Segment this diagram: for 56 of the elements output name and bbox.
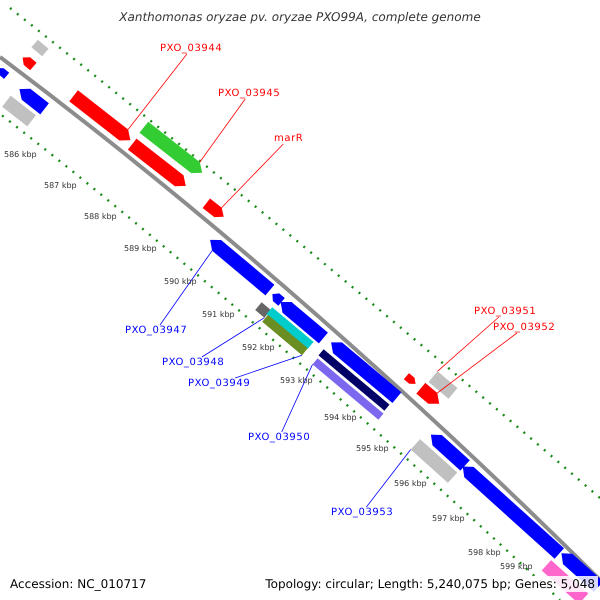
genome-summary-text: Topology: circular; Length: 5,240,075 bp; Genes: 5,048 [262, 576, 598, 592]
gene-label: PXO_03952 [493, 322, 556, 333]
tick-label: 595 kbp [356, 444, 389, 453]
leader-line [128, 54, 188, 130]
gene-feature [262, 314, 308, 356]
gene-feature [69, 90, 130, 140]
gene-label: PXO_03949 [188, 378, 250, 389]
gene-feature [31, 40, 49, 56]
gene-feature [280, 302, 328, 344]
gene-label: PXO_03947 [125, 325, 188, 336]
leader-line [366, 449, 412, 508]
gene-feature [140, 122, 202, 174]
gene-feature [202, 198, 224, 218]
gene-label: PXO_03951 [474, 306, 536, 317]
gene-label: PXO_03945 [218, 88, 280, 99]
title: Xanthomonas oryzae pv. oryzae PXO99A, complete genome [118, 10, 482, 24]
gene-label: PXO_03948 [162, 357, 224, 368]
gene-feature [2, 96, 36, 126]
gene-label: PXO_03950 [248, 432, 310, 443]
tick-label: 586 kbp [4, 150, 37, 159]
gene-feature [210, 240, 274, 296]
gene-feature [428, 371, 458, 399]
gene-feature [22, 57, 37, 70]
tick-label: 596 kbp [394, 479, 427, 488]
tick-label: 598 kbp [468, 548, 501, 557]
tick-label: 594 kbp [324, 413, 357, 422]
tick-label: 591 kbp [202, 310, 235, 319]
gene-feature [128, 138, 186, 186]
tick-label: 599 kbp [500, 562, 533, 571]
leader-line [437, 316, 500, 372]
gene-label: marR [274, 133, 304, 144]
leader-line [160, 250, 212, 326]
gene-feature [19, 88, 49, 114]
leader-line [234, 354, 302, 378]
gene-label: PXO_03953 [331, 507, 394, 518]
tick-label: 597 kbp [432, 514, 465, 523]
accession-text: Accession: NC_010717 [8, 576, 148, 592]
gene-feature [318, 349, 390, 411]
tick-label: 588 kbp [84, 212, 117, 221]
leader-line [202, 317, 265, 358]
leader-line [221, 144, 284, 208]
gene-feature [331, 342, 402, 403]
gene-feature [0, 68, 10, 79]
gene-label: PXO_03944 [160, 43, 222, 54]
tick-label: 589 kbp [124, 244, 157, 253]
gene-feature [255, 302, 271, 318]
tick-label: 592 kbp [242, 343, 275, 352]
leader-line [436, 332, 518, 394]
leader-line [281, 364, 313, 432]
gene-feature [430, 434, 470, 471]
gene-feature [312, 358, 384, 420]
tick-label: 587 kbp [44, 181, 77, 190]
leader-line [199, 98, 246, 162]
gene-feature [462, 466, 564, 559]
gene-feature [404, 373, 416, 384]
gene-feature [416, 382, 440, 404]
